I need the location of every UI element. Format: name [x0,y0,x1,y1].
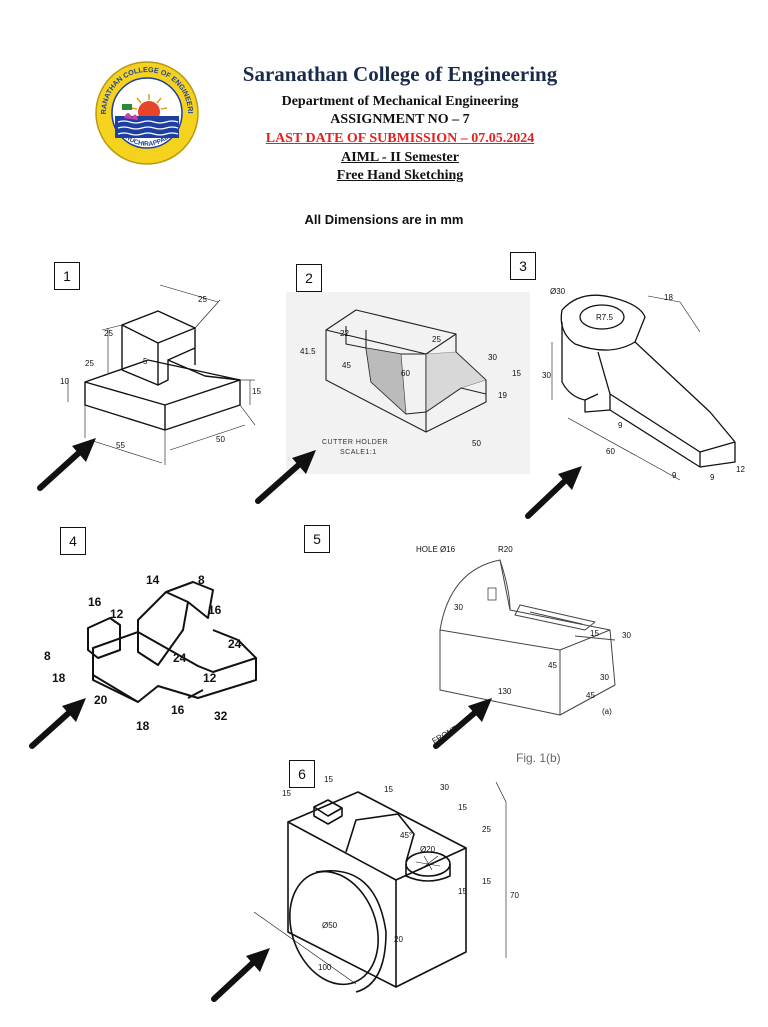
view-arrow-4 [29,707,75,749]
figure-number-3: 3 [510,252,536,280]
figure-number-1: 1 [54,262,80,290]
fig1-dim-6: 15 [252,387,261,396]
fig5-dim-5: 130 [498,687,512,696]
department: Department of Mechanical Engineering [281,94,519,109]
fig5-fig-label: Fig. 1(b) [516,751,561,765]
figure-number-6: 6 [289,760,315,788]
fig1-dim-7: 55 [116,441,125,450]
fig6-dim-8: Ø20 [420,845,436,854]
fig4-dim-8: 8 [44,649,51,663]
fig5-dim-1: R20 [498,545,513,554]
fig2-dim-8: 19 [498,391,507,400]
fig3-dim-6: 60 [606,447,615,456]
fig3-dim-1: Ø30 [550,287,566,296]
subject: Free Hand Sketching [336,168,464,183]
fig4-dim-7: 24 [228,637,242,651]
fig4-dim-4: 12 [110,607,124,621]
fig1-dim-1: 25 [198,295,207,304]
figure-4-drawing: 16 14 8 12 16 24 24 8 18 12 20 16 18 32 [38,570,263,740]
figure-2-drawing: 22 25 41.5 45 60 30 15 19 50 CUTTER HOLD… [286,292,530,474]
fig4-dim-10: 12 [203,671,217,685]
assignment-number: ASSIGNMENT NO – 7 [330,112,470,127]
fig2-dim-6: 30 [488,353,497,362]
fig6-dim-7: 45° [400,831,412,840]
fig3-dim-7: 9 [672,471,677,480]
fig1-dim-4: 5 [143,357,148,366]
figure-5-drawing: HOLE Ø16 R20 30 15 45 130 45 30 30 FRONT… [410,530,640,765]
fig5-dim-8: 30 [600,673,609,682]
fig2-dim-7: 15 [512,369,521,378]
fig6-dim-1: 15 [282,789,291,798]
fig6-dim-4: 30 [440,783,449,792]
fig3-dim-8: 9 [710,473,715,482]
fig3-dim-3: 18 [664,293,673,302]
figure-number-2: 2 [296,264,322,292]
figure-3-drawing: Ø30 R7.5 18 30 9 60 9 9 12 [540,282,765,482]
view-arrow-6 [211,957,259,1002]
view-arrow-1 [37,447,85,491]
fig2-scale: SCALE1:1 [340,449,377,456]
fig4-dim-5: 16 [208,603,222,617]
college-logo: SARANATHAN COLLEGE OF ENGINEERING TIRUCH… [91,53,200,166]
dimensions-note: All Dimensions are in mm [304,212,464,227]
fig2-dim-1: 22 [340,329,349,338]
fig5-dim-4: 45 [548,661,557,670]
fig1-dim-3: 25 [85,359,94,368]
fig3-dim-4: 30 [542,371,551,380]
fig2-dim-5: 60 [401,369,410,378]
fig6-dim-14: 100 [318,963,332,972]
semester: AIML - II Semester [341,150,459,165]
fig5-dim-3: 15 [590,629,599,638]
fig1-dim-2: 25 [104,329,113,338]
fig4-dim-14: 32 [214,709,228,723]
figure-1-drawing: 25 25 25 5 10 15 55 50 [30,280,270,500]
fig5-dim-2: 30 [454,603,463,612]
fig5-dim-7: 30 [622,631,631,640]
fig5-dim-6: 45 [586,691,595,700]
fig6-dim-13: 20 [394,935,403,944]
figure-6-drawing: 15 15 15 30 15 25 45° Ø20 15 15 70 Ø50 2… [226,752,526,1022]
fig6-dim-9: 15 [458,887,467,896]
fig1-dim-8: 50 [216,435,225,444]
fig2-caption: CUTTER HOLDER [322,439,388,446]
fig5-hole-label: HOLE Ø16 [416,545,456,554]
fig6-dim-10: 15 [482,877,491,886]
last-date-of-submission: LAST DATE OF SUBMISSION – 07.05.2024 [265,131,535,146]
fig3-dim-9: 12 [736,465,745,474]
fig6-dim-2: 15 [324,775,333,784]
fig6-dim-12: Ø50 [322,921,338,930]
fig3-dim-5: 9 [618,421,623,430]
college-name: Saranathan College of Engineering [242,62,558,86]
fig6-dim-3: 15 [384,785,393,794]
fig4-dim-1: 16 [88,595,102,609]
fig2-dim-3: 41.5 [300,347,316,356]
fig5-sub-label: (a) [602,707,612,716]
view-arrow-2 [255,459,305,504]
fig2-dim-4: 45 [342,361,351,370]
fig6-dim-5: 15 [458,803,467,812]
figure-number-4: 4 [60,527,86,555]
figure-number-5: 5 [304,525,330,553]
fig4-dim-13: 18 [136,719,150,733]
fig4-dim-2: 14 [146,573,160,587]
fig4-dim-6: 24 [173,651,187,665]
view-arrow-3 [525,475,571,519]
fig1-dim-5: 10 [60,377,69,386]
fig3-dim-2: R7.5 [596,313,613,322]
fig4-dim-3: 8 [198,573,205,587]
fig4-dim-11: 20 [94,693,108,707]
fig2-dim-9: 50 [472,439,481,448]
view-arrow-5 [433,707,481,749]
fig4-dim-9: 18 [52,671,66,685]
fig6-dim-6: 25 [482,825,491,834]
fig2-dim-2: 25 [432,335,441,344]
fig4-dim-12: 16 [171,703,185,717]
fig6-dim-11: 70 [510,891,519,900]
